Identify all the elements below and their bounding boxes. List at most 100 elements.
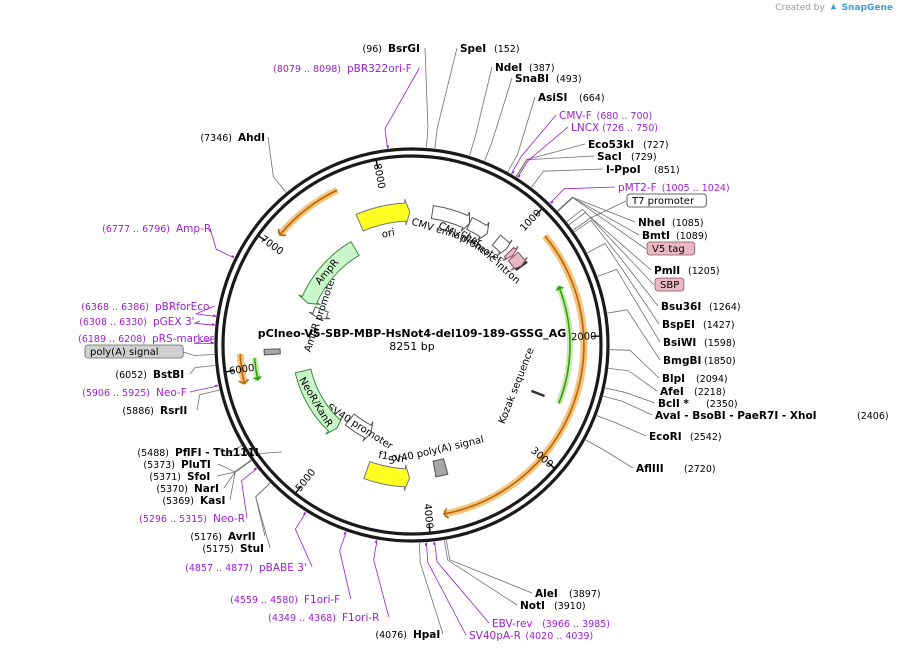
primer-pbabe-3--name: pBABE 3': [259, 562, 307, 574]
primer-amp-r-marker: [231, 255, 235, 258]
primer-neo-f-leader: [189, 385, 219, 393]
neor-kanr-feature: [294, 368, 343, 435]
enzyme-sfoi-name: SfoI: [187, 471, 210, 483]
enzyme-ecori-coord: (2542): [690, 432, 722, 443]
enzyme-asisi-coord: (664): [579, 93, 605, 104]
tick-mark: [375, 160, 379, 169]
primer-pbr322ori-f-coord: (8079 .. 8098): [273, 64, 341, 75]
enzyme-pflfi-tth111i: PflFI - Tth111I(5488): [137, 447, 258, 459]
orf-arrowhead: [238, 378, 250, 385]
green-arc-line: [557, 285, 571, 404]
enzyme-pflfi-tth111i-coord: (5488): [137, 448, 169, 459]
callout-poly-a-signal-leader: [183, 351, 215, 356]
plasmid-length: 8251 bp: [389, 340, 434, 353]
enzyme-ecori-leader: [596, 415, 647, 437]
tick-mark: [547, 462, 555, 469]
enzyme-bspei-coord: (1427): [703, 320, 735, 331]
enzyme-nari: NarI(5370): [156, 483, 219, 495]
enzyme-afei-leader: [608, 367, 658, 392]
enzyme-i-ppoi-coord: (851): [654, 165, 680, 176]
enzyme-pluti-coord: (5373): [143, 460, 175, 471]
enzyme-pflfi-tth111i-leader: [224, 445, 283, 457]
enzyme-bstbi-leader: [189, 365, 216, 375]
enzyme-pmli: PmlI(1205): [654, 265, 720, 277]
callout-v5-tag-leader: [557, 196, 647, 250]
primer-neo-r-marker: [253, 467, 257, 471]
enzyme-avai-bsobi-paer7i-xhoi-leader: [603, 395, 653, 416]
enzyme-i-ppoi-name: I-PpoI: [606, 164, 641, 176]
enzyme-alei-coord: (3897): [569, 589, 601, 600]
tick-mark: [535, 208, 543, 216]
primer-cmv-f-name: CMV-F: [559, 110, 592, 122]
primer-sv40pa-r: SV40pA-R (4020 .. 4039): [469, 630, 593, 642]
snapgene-credit: Created by SnapGene: [775, 2, 893, 13]
primer-sv40pa-r-name: SV40pA-R: [469, 630, 521, 642]
enzyme-afliii-coord: (2720): [684, 464, 716, 475]
enzyme-ahdi-leader: [267, 136, 287, 193]
primer-neo-r: Neo-R(5296 .. 5315): [139, 513, 245, 525]
enzyme-ahdi-name: AhdI: [238, 132, 265, 144]
primer-pmt2-f-name: pMT2-F: [618, 182, 657, 194]
primer-neo-f-coord: (5906 .. 5925): [82, 388, 150, 399]
primer-pbrforeco-name: pBRforEco: [155, 301, 209, 313]
enzyme-ecori-name: EcoRI: [649, 431, 682, 443]
enzyme-rsrii-leader: [196, 389, 220, 411]
callout-v5-tag-box: [646, 241, 696, 256]
primer-pbr322ori-f-leader: [384, 67, 420, 149]
ampr-feature: [298, 241, 360, 306]
enzyme-bsu36i-coord: (1264): [709, 302, 741, 313]
enzyme-bcli--leader: [605, 387, 656, 404]
kozak-sequence-label: Kozak sequence: [497, 346, 537, 425]
enzyme-ahdi-coord: (7346): [200, 133, 232, 144]
f1-ori-feature: [363, 461, 411, 491]
leader-lines: [183, 47, 661, 636]
orf-arc-line: [279, 189, 338, 236]
enzyme-bspei-name: BspEI: [662, 319, 695, 331]
tick-label: 2000: [571, 331, 597, 343]
poly-a-signal-feature: [263, 348, 281, 356]
orf-arrowhead: [277, 228, 287, 237]
enzyme-bmgbi-coord: (1850): [704, 356, 736, 367]
enzyme-eco53ki-coord: (727): [643, 140, 669, 151]
enzyme-rsrii-name: RsrII: [160, 405, 187, 417]
enzyme-rsrii-coord: (5886): [122, 406, 154, 417]
enzyme-saci-coord: (729): [631, 152, 657, 163]
enzyme-bsu36i-leader: [574, 219, 659, 307]
tick-label: 7000: [258, 234, 285, 258]
enzyme-alei-name: AleI: [535, 588, 558, 600]
primer-f1ori-f-coord: (4559 .. 4580): [230, 595, 298, 606]
callout-v5-tag-label: V5 tag: [652, 244, 685, 255]
enzyme-hpai-coord: (4076): [375, 630, 407, 641]
enzyme-afei-name: AfeI: [660, 386, 684, 398]
cmv-enhancer-feature: [430, 205, 470, 232]
enzyme-bsrgi-name: BsrGI: [388, 43, 420, 55]
primer-lncx-coord: (726 .. 750): [602, 123, 658, 134]
primer-amp-r: Amp-R(6777 .. 6796): [102, 223, 211, 235]
enzyme-snabi-coord: (493): [556, 74, 582, 85]
primer-sv40pa-r-coord: (4020 .. 4039): [525, 631, 593, 642]
enzyme-ahdi: AhdI (7346): [200, 132, 265, 144]
primer-f1ori-r-name: F1ori-R: [342, 612, 379, 624]
enzyme-bmgbi-name: BmgBI: [663, 355, 701, 367]
primer-pbabe-3--marker: [303, 512, 306, 516]
sv40-promoter-feature: [344, 413, 374, 442]
enzyme-bsiwi-name: BsiWI: [663, 337, 696, 349]
primer-cmv-f-coord: (680 .. 700): [597, 111, 653, 122]
enzyme-ndei: NdeI(387): [495, 62, 555, 74]
enzyme-hpai-name: HpaI: [413, 629, 440, 641]
primer-f1ori-f-leader: [339, 531, 352, 600]
enzyme-bsu36i-name: Bsu36I: [661, 301, 701, 313]
enzyme-nari-coord: (5370): [156, 484, 188, 495]
primer-cmv-f-marker: [511, 170, 515, 174]
enzyme-bsiwi-coord: (1598): [704, 338, 736, 349]
primer-pmt2-f-coord: (1005 .. 1024): [662, 183, 730, 194]
enzyme-bstbi-coord: (6052): [115, 370, 147, 381]
primer-lncx: LNCX(726 .. 750): [571, 122, 658, 134]
enzyme-hpai: HpaI (4076): [375, 629, 440, 641]
primer-neo-r-name: Neo-R: [213, 513, 245, 525]
enzyme-rsrii: RsrII (5886): [122, 405, 187, 417]
enzyme-spei-coord: (152): [494, 44, 520, 55]
primer-pgex-3--leader: [193, 320, 216, 326]
enzyme-nhei-name: NheI: [638, 217, 665, 229]
primer-pbabe-3--leader: [294, 512, 313, 568]
